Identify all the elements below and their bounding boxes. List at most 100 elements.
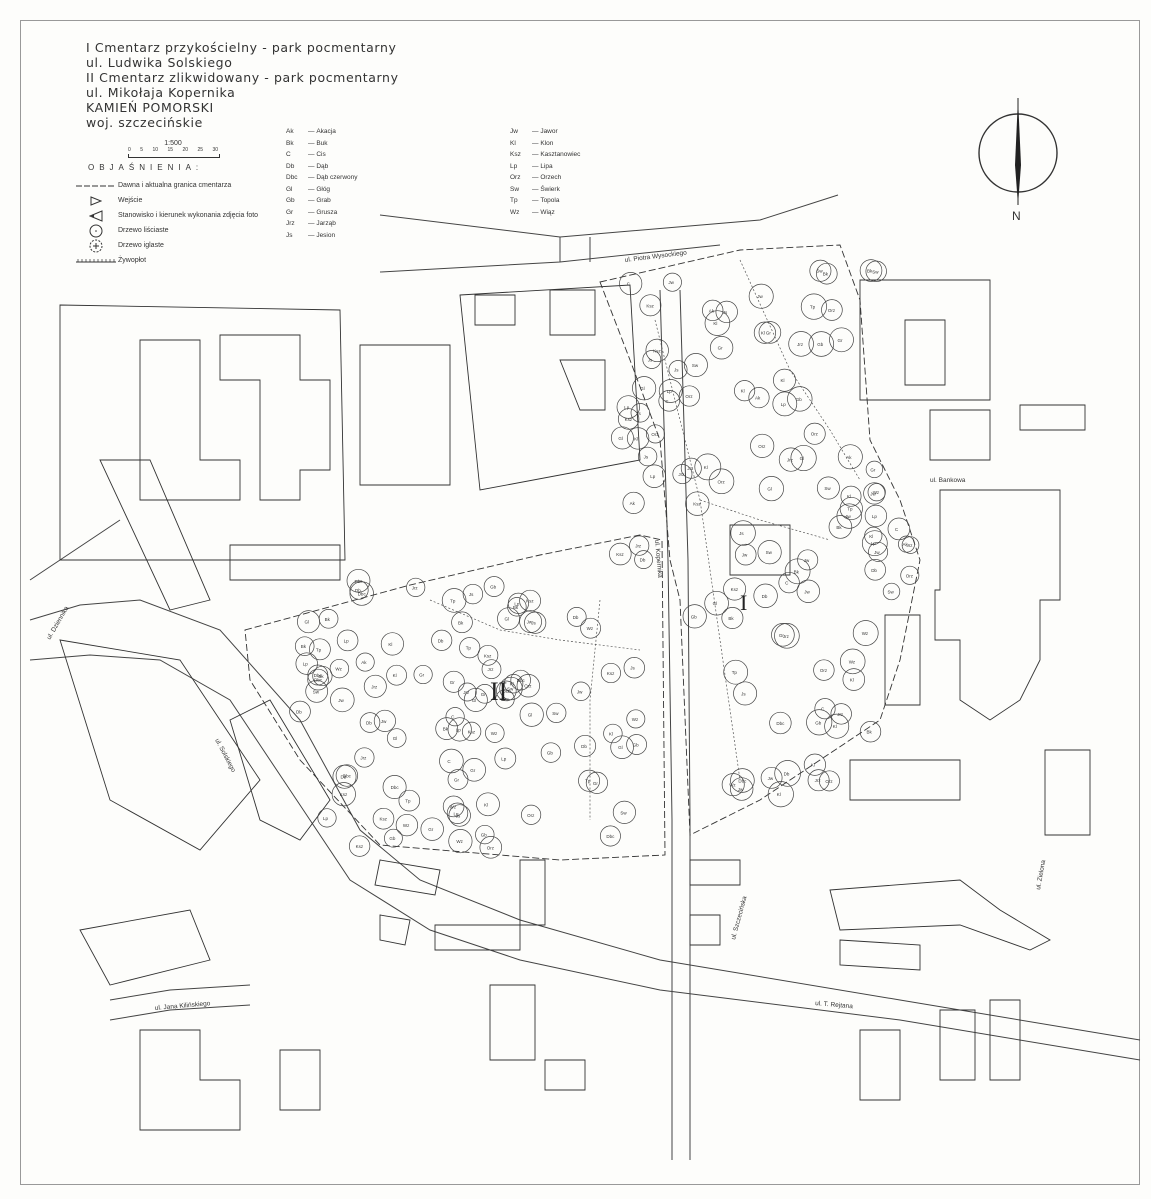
tree-canopy	[295, 652, 318, 675]
scale-tick: 25	[197, 147, 203, 153]
tree-species-label: Ksz	[526, 599, 534, 604]
tree-canopy	[704, 310, 731, 336]
deciduous-tree-icon	[74, 224, 118, 238]
hedge-line-icon	[74, 258, 118, 264]
tree-species-label: Bk	[867, 730, 873, 735]
tree-canopy	[767, 781, 794, 808]
tree-canopy	[864, 504, 888, 528]
tree-canopy	[709, 336, 734, 360]
tree-species-label: Gb	[490, 585, 497, 590]
tree-species-label: Sw	[620, 810, 627, 815]
street-label-zielona: ul. Zielona	[1035, 859, 1047, 890]
tree-species-label: Ksz	[340, 792, 348, 797]
tree-species-label: Sw	[824, 486, 831, 491]
tree-species-label: Orz	[487, 845, 495, 850]
tree-species-label: C	[785, 581, 789, 586]
tree-species-label: Gb	[633, 743, 640, 748]
legend-label: Stanowisko i kierunek wykonania zdjęcia …	[118, 212, 259, 219]
street-label-szczecinska: ul. Szczecińska	[730, 895, 748, 940]
tree-species-label: Jrz	[371, 684, 378, 689]
legend-label: Drzewo iglaste	[118, 242, 164, 249]
scale-bar-graphic	[128, 154, 220, 158]
tree-canopy	[748, 283, 774, 309]
tree-species-label: Gb	[481, 833, 488, 838]
tree-canopy	[398, 789, 421, 812]
tree-canopy	[386, 664, 407, 686]
species-name: Lipa	[540, 162, 553, 170]
tree-species-label: Js	[739, 531, 744, 536]
tree-canopy	[477, 644, 499, 666]
species-entry: Ak— Akacja	[286, 126, 358, 138]
tree-canopy	[441, 588, 467, 613]
species-entry: Gr— Grusza	[286, 207, 358, 219]
tree-species-label: Jw	[668, 280, 674, 285]
tree-species-label: Wz	[873, 490, 880, 495]
tree-species-label: Jrz	[787, 458, 794, 463]
tree-canopy	[507, 597, 527, 617]
tree-canopy	[395, 813, 419, 837]
tree-canopy	[483, 576, 505, 597]
tree-species-label: Js	[648, 358, 653, 363]
tree-species-label: Tp	[585, 779, 591, 784]
tree-canopy	[821, 299, 843, 321]
tree-canopy	[359, 712, 381, 733]
tree-species-label: Bk	[823, 272, 829, 277]
boundary-line-icon	[74, 183, 118, 189]
park-paths	[429, 259, 861, 820]
tree-canopy	[479, 836, 503, 859]
tree-canopy	[349, 581, 374, 606]
tree-canopy	[865, 260, 887, 282]
tree-canopy	[386, 728, 407, 748]
tree-species-label: Orz	[906, 573, 914, 578]
tree-species-label: C	[895, 527, 899, 532]
tree-species-label: Ksz	[468, 729, 476, 734]
tree-species-label: Gr	[593, 781, 599, 786]
tree-canopy	[307, 664, 329, 686]
tree-species-label: Wz	[456, 839, 463, 844]
species-name: Głóg	[316, 185, 331, 193]
tree-canopy	[331, 782, 356, 807]
tree-canopy	[435, 717, 459, 740]
tree-species-label: Jw	[874, 550, 880, 555]
tree-species-label: Sw	[507, 687, 514, 692]
scale-tick: 30	[212, 147, 218, 153]
tree-canopy	[658, 390, 680, 412]
species-list-right: Jw— Jawor Kl— Klon Ksz— Kasztanowiec Lp—…	[510, 126, 580, 218]
tree-species-label: Jw	[845, 514, 851, 519]
tree-species-label: Sw	[766, 550, 773, 555]
legend-item: Stanowisko i kierunek wykonania zdjęcia …	[74, 208, 258, 223]
tree-species-label: Lp	[514, 601, 520, 606]
street-label-rejtana: ul. T. Rejtana	[815, 1000, 854, 1010]
tree-canopy	[800, 293, 827, 320]
tree-canopy	[769, 711, 792, 735]
tree-canopy	[778, 447, 803, 472]
tree-canopy	[617, 408, 640, 430]
tree-species-label: Wz	[862, 631, 869, 636]
legend-label: Wejście	[118, 197, 143, 204]
tree-canopy	[439, 748, 464, 774]
tree-species-label: Kl	[634, 436, 638, 441]
tree-canopy	[495, 689, 515, 709]
tree-canopy	[771, 623, 795, 647]
tree-canopy	[715, 300, 738, 324]
tree-canopy	[861, 530, 888, 557]
tree-species-label: Orz	[825, 779, 833, 784]
tree-species-label: Gr	[766, 330, 772, 335]
tree-species-label: C	[665, 399, 669, 404]
tree-species-label: Ksz	[607, 671, 615, 676]
tree-canopy	[346, 568, 371, 593]
tree-species-label: Kl	[704, 465, 708, 470]
species-code: Gl	[286, 185, 293, 193]
tree-species-label: Orz	[828, 308, 836, 313]
tree-canopy	[806, 709, 833, 736]
tree-species-label: Db	[581, 744, 587, 749]
tree-canopy	[451, 611, 473, 634]
tree-canopy	[540, 742, 562, 763]
title-line-3: II Cmentarz zlikwidowany - park pocmenta…	[86, 70, 399, 85]
species-entry: Wz— Wiąz	[510, 207, 580, 219]
tree-canopy	[748, 387, 770, 409]
scale-tick: 15	[167, 147, 173, 153]
tree-canopy	[476, 792, 500, 817]
